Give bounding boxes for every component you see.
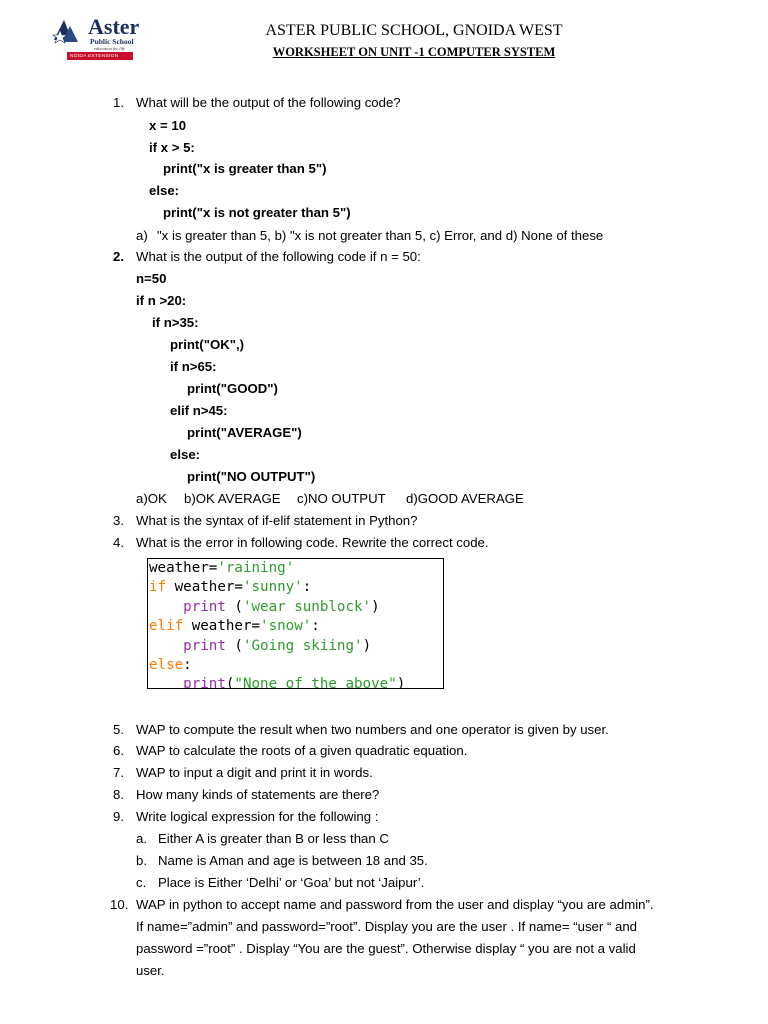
q9-text: Write logical expression for the followi… [136, 809, 379, 824]
q2-code-line: if n>35: [152, 315, 199, 330]
q9-sub-text: Either A is greater than B or less than … [158, 831, 389, 846]
q1-code-line: if x > 5: [149, 140, 195, 155]
q9-sub-text: Place is Either ‘Delhi’ or ‘Goa’ but not… [158, 875, 425, 890]
q9-sub-letter: b. [136, 853, 147, 868]
q1-options: "x is greater than 5, b) "x is not great… [157, 228, 604, 243]
q5-number: 5. [113, 722, 124, 737]
q2-code-line: print("AVERAGE") [187, 425, 302, 440]
school-name: ASTER PUBLIC SCHOOL, GNOIDA WEST [265, 22, 563, 39]
q6-text: WAP to calculate the roots of a given qu… [136, 743, 468, 758]
q1-option-letter: a) [136, 228, 148, 243]
q3-number: 3. [113, 513, 124, 528]
logo-badge: NOIDA EXTENSION [70, 53, 119, 59]
q7-text: WAP to input a digit and print it in wor… [136, 765, 373, 780]
q9-number: 9. [113, 809, 124, 824]
logo-sub: Public School [90, 37, 134, 46]
q2-option: a)OK [136, 491, 167, 506]
q10-line: WAP in python to accept name and passwor… [136, 897, 654, 912]
q10-line: user. [136, 963, 165, 978]
q9-sub-letter: c. [136, 875, 147, 890]
code-line: print("None of the above") [149, 676, 406, 689]
school-logo: Aster Public School education for life N… [50, 14, 150, 68]
code-snippet-box: weather='raining' if weather='sunny': pr… [147, 558, 444, 689]
q2-number: 2. [113, 249, 124, 264]
q9-sub-text: Name is Aman and age is between 18 and 3… [158, 853, 428, 868]
q2-option: c)NO OUTPUT [297, 491, 386, 506]
q1-number: 1. [113, 95, 124, 110]
q4-number: 4. [113, 535, 124, 550]
code-line: print ('Going skiing') [149, 637, 372, 654]
q5-text: WAP to compute the result when two numbe… [136, 722, 609, 737]
q1-code-line: print("x is not greater than 5") [163, 205, 351, 220]
worksheet-title: WORKSHEET ON UNIT -1 COMPUTER SYSTEM [272, 45, 556, 59]
q10-line: If name=”admin” and password=”root”. Dis… [136, 919, 637, 934]
q9-sub-letter: a. [136, 831, 147, 846]
q2-code-line: n=50 [136, 271, 167, 286]
q3-text: What is the syntax of if-elif statement … [136, 513, 418, 528]
code-line: print ('wear sunblock') [149, 598, 380, 615]
q2-text: What is the output of the following code… [136, 249, 421, 264]
q2-code-line: print("NO OUTPUT") [187, 469, 316, 484]
q2-code-line: if n>65: [170, 359, 217, 374]
q1-code-line: else: [149, 183, 180, 198]
q8-text: How many kinds of statements are there? [136, 787, 380, 802]
star-emblem-icon [52, 20, 133, 60]
q2-code-line: if n >20: [136, 293, 187, 308]
q1-code-line: print("x is greater than 5") [163, 161, 327, 176]
q8-number: 8. [113, 787, 124, 802]
q2-option: b)OK AVERAGE [184, 491, 281, 506]
q10-number: 10. [110, 897, 129, 912]
q6-number: 6. [113, 743, 124, 758]
code-line: elif weather='snow': [149, 618, 320, 635]
code-line: if weather='sunny': [149, 579, 312, 596]
q1-code-line: x = 10 [149, 118, 187, 133]
logo-brand: Aster [88, 14, 140, 39]
q2-code-line: else: [170, 447, 201, 462]
q7-number: 7. [113, 765, 124, 780]
q2-code-line: elif n>45: [170, 403, 228, 418]
code-line: else: [149, 657, 192, 674]
logo-tagline: education for life [94, 46, 125, 51]
q2-code-line: print("OK",) [170, 337, 245, 352]
code-line: weather='raining' [149, 560, 295, 576]
q4-text: What is the error in following code. Rew… [136, 535, 489, 550]
q2-option: d)GOOD AVERAGE [406, 491, 524, 506]
q10-line: password =”root” . Display “You are the … [136, 941, 636, 956]
q1-text: What will be the output of the following… [136, 95, 401, 110]
q2-code-line: print("GOOD") [187, 381, 278, 396]
